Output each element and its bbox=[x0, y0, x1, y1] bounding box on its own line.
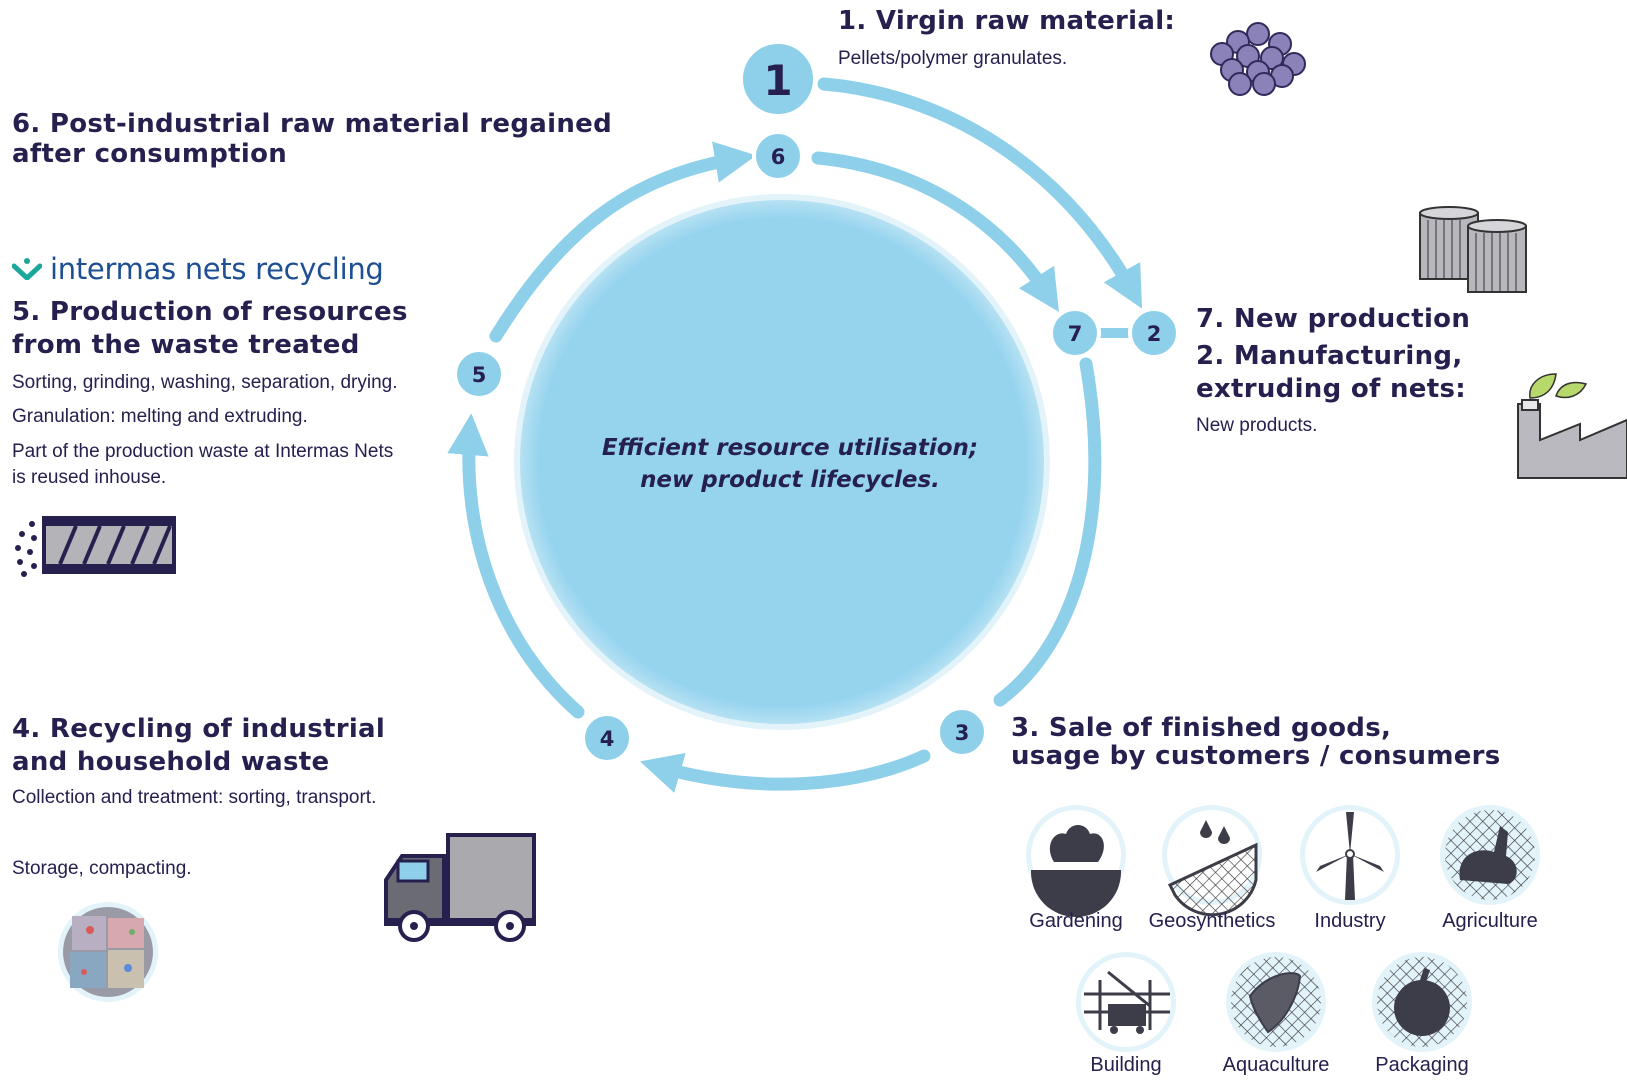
application-agriculture: Agriculture bbox=[1415, 910, 1565, 933]
arc-7-to-3 bbox=[993, 357, 1102, 707]
net-rolls-icon bbox=[1419, 206, 1527, 293]
truck-icon bbox=[384, 833, 536, 942]
step6-title: 6. Post-industrial raw material regained… bbox=[12, 109, 612, 169]
step-node-7: 7 bbox=[1049, 307, 1101, 359]
step4-desc-1: Collection and treatment: sorting, trans… bbox=[12, 787, 377, 808]
step-number-1: 1 bbox=[763, 56, 792, 105]
application-label: Gardening bbox=[1029, 910, 1123, 932]
step5-desc-2: Granulation: melting and extruding. bbox=[12, 406, 308, 427]
step1-title: 1. Virgin raw material: bbox=[838, 6, 1176, 36]
arrow-5-to-6 bbox=[489, 141, 757, 343]
step4-desc-2: Storage, compacting. bbox=[12, 858, 192, 879]
fish-net-icon bbox=[1226, 952, 1326, 1052]
step-node-5: 5 bbox=[453, 348, 505, 400]
arrow-6-to-7 bbox=[811, 151, 1059, 313]
step-number-4: 4 bbox=[600, 727, 615, 751]
step-number-3: 3 bbox=[955, 721, 970, 745]
application-label: Aquaculture bbox=[1222, 1054, 1330, 1076]
application-industry: Industry bbox=[1275, 910, 1425, 933]
application-label: Geosynthetics bbox=[1148, 910, 1276, 932]
application-gardening: Gardening bbox=[1001, 910, 1151, 933]
step-number-5: 5 bbox=[472, 363, 487, 387]
step-node-1: 1 bbox=[739, 40, 817, 118]
application-geosynthetics: Geosynthetics bbox=[1137, 910, 1287, 933]
application-label: Packaging bbox=[1375, 1054, 1469, 1076]
center-circle bbox=[520, 200, 1044, 724]
bales-photo bbox=[58, 902, 158, 1002]
step3-title: 3. Sale of finished goods, usage by cust… bbox=[1011, 713, 1501, 771]
arrow-1-to-2 bbox=[817, 77, 1143, 309]
wind-turbine-icon bbox=[1300, 805, 1400, 905]
step-node-4: 4 bbox=[581, 712, 633, 764]
fruit-net-icon bbox=[1372, 952, 1472, 1052]
factory-icon bbox=[1517, 373, 1627, 479]
step-number-7: 7 bbox=[1068, 322, 1083, 346]
step-node-6: 6 bbox=[752, 130, 804, 182]
center-caption: Efficient resource utilisation; new prod… bbox=[601, 435, 979, 493]
step-number-2: 2 bbox=[1147, 322, 1162, 346]
extruder-icon bbox=[15, 516, 176, 577]
step5-desc-1: Sorting, grinding, washing, separation, … bbox=[12, 372, 398, 393]
application-label: Agriculture bbox=[1442, 910, 1538, 932]
step-node-3: 3 bbox=[936, 706, 988, 758]
step2-title: 2. Manufacturing, extruding of nets: bbox=[1196, 341, 1466, 404]
arrow-3-to-4 bbox=[640, 749, 931, 793]
step-number-6: 6 bbox=[771, 145, 786, 169]
application-label: Industry bbox=[1314, 910, 1386, 932]
application-label: Building bbox=[1090, 1054, 1162, 1076]
logo-text: intermas nets recycling bbox=[50, 252, 384, 286]
water-drops-icon bbox=[1162, 805, 1262, 917]
rabbit-net-icon bbox=[1440, 805, 1540, 905]
step1-desc: Pellets/polymer granulates. bbox=[838, 48, 1068, 69]
cycle-arrows bbox=[447, 77, 1143, 793]
application-packaging: Packaging bbox=[1347, 1054, 1497, 1077]
step5-desc-3: Part of the production waste at Intermas… bbox=[12, 441, 394, 488]
pellets-icon bbox=[1210, 22, 1306, 96]
step7-title: 7. New production bbox=[1196, 304, 1471, 334]
arrow-4-to-5 bbox=[447, 413, 585, 719]
crane-icon bbox=[1076, 952, 1176, 1052]
step2-desc: New products. bbox=[1196, 415, 1318, 436]
step-node-2: 2 bbox=[1128, 307, 1180, 359]
chevron-down-icon bbox=[12, 258, 42, 280]
step4-title: 4. Recycling of industrial and household… bbox=[12, 714, 386, 777]
cabbage-icon bbox=[1026, 805, 1126, 917]
step5-title: 5. Production of resources from the wast… bbox=[12, 297, 408, 360]
application-aquaculture: Aquaculture bbox=[1201, 1054, 1351, 1077]
application-building: Building bbox=[1051, 1054, 1201, 1077]
brand-logo: intermas nets recycling bbox=[12, 252, 384, 286]
